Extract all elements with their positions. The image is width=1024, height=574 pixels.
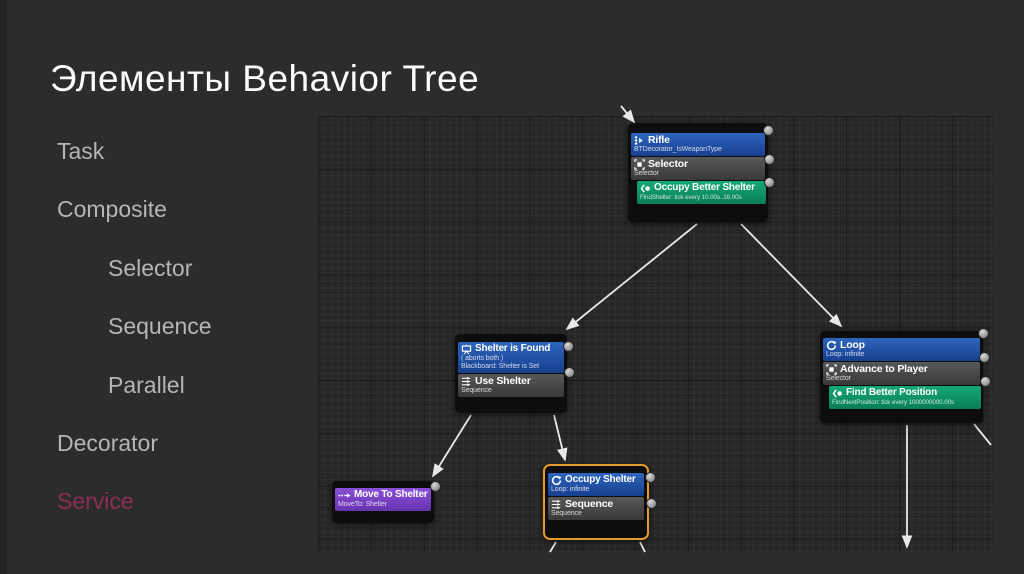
- outline-item-decorator: Decorator: [57, 429, 158, 456]
- composite-row-use-shelter: Use Shelter Sequence: [458, 374, 564, 397]
- node-subtitle: FindShelter: tick every 10.00s..16.00s: [640, 194, 742, 201]
- blackboard-decorator-icon: [634, 135, 645, 146]
- task-row-move-to-shelter: Move To Shelter MoveTo: Shelter: [335, 488, 431, 511]
- loop-icon: [551, 475, 562, 486]
- node-subtitle: Sequence: [461, 387, 492, 394]
- node-subtitle: Loop: infinite: [826, 351, 865, 358]
- node-pin[interactable]: [564, 367, 575, 378]
- decorator-row-loop: Loop Loop: infinite: [823, 338, 980, 361]
- slide-left-edge: [0, 0, 7, 574]
- node-title: Find Better Position: [846, 387, 938, 398]
- node-advance-to-player[interactable]: Loop Loop: infinite Advance to Player Se…: [820, 328, 991, 423]
- node-title: Shelter is Found: [475, 343, 551, 354]
- node-pin[interactable]: [763, 125, 774, 136]
- node-title: Occupy Shelter: [565, 474, 636, 485]
- node-pin[interactable]: [430, 481, 441, 492]
- node-rifle-selector[interactable]: Rifle BTDecorator_IsWeaponType Selector …: [628, 123, 775, 222]
- node-subtitle: Sequence: [551, 510, 582, 517]
- loop-icon: [826, 340, 837, 351]
- node-pin[interactable]: [646, 498, 657, 509]
- node-pin[interactable]: [979, 352, 990, 363]
- composite-row-advance-to-player: Advance to Player Selector: [823, 362, 980, 385]
- service-icon: [832, 388, 843, 399]
- node-title: Sequence: [565, 498, 614, 510]
- node-subtitle: Blackboard: Shelter is Set: [461, 363, 539, 370]
- node-subtitle: Selector: [634, 170, 659, 177]
- node-pin[interactable]: [563, 341, 574, 352]
- outline-list: Task Composite Selector Sequence Paralle…: [57, 138, 212, 547]
- service-row-find-better-position: Find Better Position FindNextPosition: t…: [829, 386, 981, 409]
- node-subtitle: FindNextPosition: tick every 1000000000.…: [832, 399, 955, 406]
- composite-row-selector: Selector Selector: [631, 157, 765, 180]
- outline-item-sequence: Sequence: [108, 313, 212, 340]
- node-pin[interactable]: [764, 154, 775, 165]
- node-pin[interactable]: [980, 376, 991, 387]
- sequence-icon: [461, 376, 472, 387]
- service-row-occupy-better-shelter: Occupy Better Shelter FindShelter: tick …: [637, 181, 766, 204]
- selector-icon: [634, 158, 645, 170]
- node-title: Selector: [648, 158, 688, 170]
- outline-item-selector: Selector: [108, 254, 193, 281]
- node-aborts-label: ( aborts both ): [461, 355, 504, 362]
- blackboard-icon: [461, 344, 472, 355]
- node-title: Use Shelter: [475, 375, 531, 387]
- node-subtitle: Loop: infinite: [551, 486, 590, 493]
- move-to-icon: [338, 491, 351, 500]
- node-title: Occupy Better Shelter: [654, 182, 755, 193]
- outline-item-task: Task: [57, 138, 105, 164]
- sequence-icon: [551, 499, 562, 510]
- outline-item-parallel: Parallel: [108, 371, 185, 398]
- node-occupy-shelter[interactable]: Occupy Shelter Loop: infinite Sequence S…: [543, 464, 657, 540]
- outline-item-composite: Composite: [57, 196, 167, 223]
- node-pin[interactable]: [645, 472, 656, 483]
- node-subtitle: MoveTo: Shelter: [338, 501, 388, 508]
- node-pin[interactable]: [978, 328, 989, 339]
- composite-row-sequence: Sequence Sequence: [548, 497, 644, 520]
- node-title: Move To Shelter: [354, 489, 428, 500]
- node-title: Loop: [840, 339, 865, 351]
- decorator-row-shelter-is-found: Shelter is Found ( aborts both ) Blackbo…: [458, 342, 564, 373]
- node-title: Advance to Player: [840, 363, 928, 375]
- node-pin[interactable]: [764, 177, 775, 188]
- page-title: Элементы Behavior Tree: [50, 58, 480, 99]
- decorator-row-occupy-shelter: Occupy Shelter Loop: infinite: [548, 473, 644, 496]
- selector-icon: [826, 363, 837, 375]
- decorator-row-rifle: Rifle BTDecorator_IsWeaponType: [631, 133, 765, 156]
- node-use-shelter[interactable]: Shelter is Found ( aborts both ) Blackbo…: [455, 334, 575, 413]
- service-icon: [640, 183, 651, 194]
- node-subtitle: BTDecorator_IsWeaponType: [634, 146, 722, 153]
- node-subtitle: Selector: [826, 375, 851, 382]
- outline-item-service: Service: [57, 488, 134, 515]
- node-title: Rifle: [648, 134, 670, 146]
- node-move-to-shelter[interactable]: Move To Shelter MoveTo: Shelter: [332, 481, 441, 523]
